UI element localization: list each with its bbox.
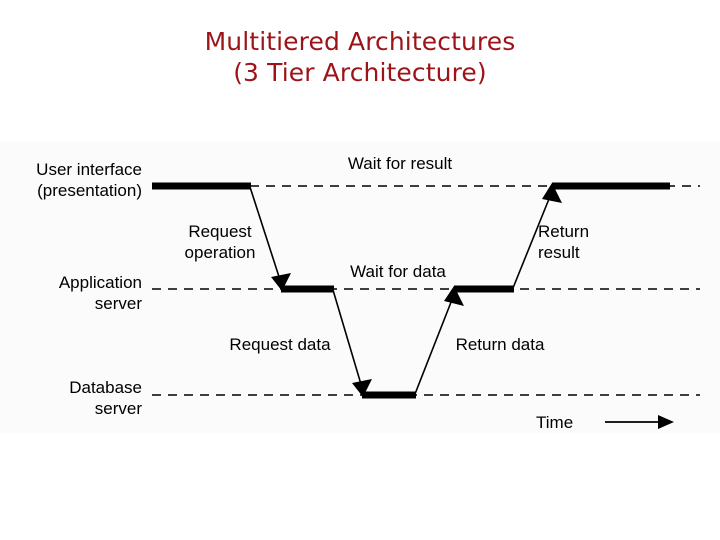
annotation-request-operation: Request operation: [165, 221, 275, 263]
tier-label-application-server-line-1: Application: [58, 273, 142, 292]
annotation-return-result: Return result: [538, 221, 648, 263]
annotation-return-result-line-1: Return: [538, 222, 590, 241]
annotation-request-operation-line-2: operation: [184, 243, 256, 262]
page-title-line-1: Multitiered Architectures: [204, 27, 516, 56]
arrow-request-operation: [249, 186, 291, 291]
tier-label-user-interface-line-2: (presentation): [37, 181, 142, 200]
annotation-wait-for-result: Wait for result: [347, 154, 453, 173]
sequence-diagram: User interface (presentation) Application…: [0, 141, 720, 433]
diagram-graphics: [152, 182, 700, 429]
page-title: Multitiered Architectures (3 Tier Archit…: [0, 26, 720, 88]
page-title-line-2: (3 Tier Architecture): [233, 58, 487, 87]
annotation-time-axis: Time: [536, 413, 574, 432]
tier-label-user-interface: User interface (presentation): [2, 159, 142, 201]
annotation-return-result-line-2: result: [538, 243, 580, 262]
tier-label-application-server-line-2: server: [94, 294, 142, 313]
arrow-request-data: [332, 289, 372, 397]
annotation-request-operation-line-1: Request: [188, 222, 252, 241]
annotation-request-data: Request data: [229, 335, 331, 354]
tier-label-application-server: Application server: [2, 272, 142, 314]
arrow-return-data: [414, 286, 464, 395]
tier-label-database-server: Database server: [2, 377, 142, 419]
tier-label-database-server-line-1: Database: [69, 378, 142, 397]
annotation-return-data: Return data: [455, 335, 545, 354]
annotation-wait-for-data: Wait for data: [350, 262, 446, 281]
arrow-return-result: [512, 183, 562, 289]
tier-label-user-interface-line-1: User interface: [36, 160, 142, 179]
tier-label-database-server-line-2: server: [94, 399, 142, 418]
arrow-time-axis: [605, 415, 674, 429]
